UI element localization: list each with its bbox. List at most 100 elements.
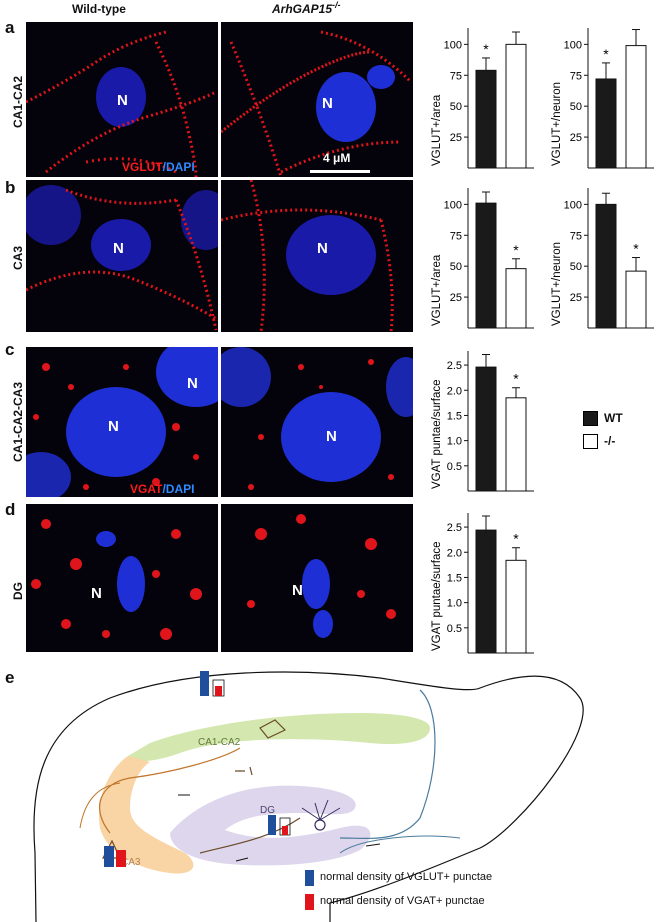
micrograph-c-knockout bbox=[221, 347, 413, 497]
axis-label-y: VGAT puntae/surface bbox=[431, 379, 443, 489]
row-label-a: CA1-CA2 bbox=[11, 75, 25, 128]
stain-label-vgat-dapi: VGAT/DAPI bbox=[130, 482, 195, 496]
tick-label-y: 100 bbox=[564, 199, 582, 211]
nucleus-label: N bbox=[91, 585, 102, 602]
tick-label-y: 1.0 bbox=[447, 436, 462, 448]
tick-label-y: 0.5 bbox=[447, 623, 462, 635]
column-header-knockout: ArhGAP15-/- bbox=[272, 0, 341, 16]
bar-wt bbox=[475, 366, 497, 492]
axis-label-y: VGLUT+/neuron bbox=[551, 242, 563, 326]
bar-ko bbox=[505, 268, 527, 329]
vgat-bar-ca1 bbox=[215, 686, 222, 696]
key-label-vgat: normal density of VGAT+ punctae bbox=[320, 895, 485, 907]
tick-label-y: 50 bbox=[450, 261, 462, 273]
significance-marker: * bbox=[513, 242, 519, 258]
significance-marker: * bbox=[513, 371, 519, 387]
tick-label-y: 50 bbox=[450, 101, 462, 113]
significance-marker: * bbox=[513, 531, 519, 547]
panel-letter-c: c bbox=[5, 340, 15, 359]
axis-label-y: VGLUT+/neuron bbox=[551, 82, 563, 166]
micrograph-d-knockout bbox=[221, 504, 413, 652]
axis-label-y: VGAT puntae/surface bbox=[431, 541, 443, 651]
tick-label-y: 75 bbox=[450, 70, 462, 82]
schaffer-collateral bbox=[99, 747, 241, 834]
legend-label-wt: WT bbox=[604, 411, 623, 425]
hippocampus-diagram: CA1-CA2 CA3 DG bbox=[33, 671, 584, 922]
vgat-bar-ca3 bbox=[116, 850, 126, 867]
key-swatch-vgat bbox=[305, 894, 314, 910]
axis-label-y: VGLUT+/area bbox=[431, 94, 443, 166]
mossy-fiber bbox=[199, 817, 301, 854]
stain-label-vglut-dapi: VGLUT/DAPI bbox=[122, 160, 195, 174]
column-header-wildtype: Wild-type bbox=[72, 2, 126, 16]
nucleus-label: N bbox=[317, 240, 328, 257]
tick-label-y: 2.0 bbox=[447, 547, 462, 559]
legend-swatch-wt bbox=[583, 411, 598, 426]
legend-label-ko: -/- bbox=[604, 434, 616, 448]
tick-label-y: 25 bbox=[450, 132, 462, 144]
bar-wt bbox=[595, 203, 617, 329]
nucleus-label: N bbox=[108, 418, 119, 435]
nucleus-label: N bbox=[113, 240, 124, 257]
panel-letter-d: d bbox=[5, 500, 16, 519]
tick-label-y: 1.5 bbox=[447, 572, 462, 584]
tick-label-y: 100 bbox=[444, 39, 462, 51]
tick-label-y: 2.5 bbox=[447, 522, 462, 534]
vglut-bar-ca3 bbox=[104, 846, 114, 867]
panel-letter-a: a bbox=[5, 18, 15, 37]
vglut-bar-dg bbox=[268, 815, 276, 835]
row-label-b: CA3 bbox=[11, 245, 25, 270]
bar-ko bbox=[505, 559, 527, 654]
tick-label-y: 0.5 bbox=[447, 461, 462, 473]
row-label-d: DG bbox=[11, 582, 25, 600]
tick-label-y: 100 bbox=[444, 199, 462, 211]
nucleus-label: N bbox=[187, 375, 198, 392]
nucleus-label: N bbox=[292, 582, 303, 599]
axis-label-y: VGLUT+/area bbox=[431, 254, 443, 326]
region-ca1ca2 bbox=[128, 713, 430, 762]
micrograph-d-wildtype bbox=[26, 504, 218, 652]
key-swatch-vglut bbox=[305, 870, 314, 886]
tick-label-y: 25 bbox=[570, 132, 582, 144]
micrograph-a-wildtype bbox=[26, 22, 218, 177]
tick-label-y: 2.5 bbox=[447, 360, 462, 372]
tick-label-y: 25 bbox=[450, 292, 462, 304]
nucleus-label: N bbox=[117, 92, 128, 109]
bar-ko bbox=[625, 270, 647, 329]
bar-wt bbox=[595, 78, 617, 169]
vglut-bar-ca1 bbox=[200, 671, 209, 696]
tick-label-y: 50 bbox=[570, 261, 582, 273]
bar-ko bbox=[625, 45, 647, 169]
tick-label-y: 1.0 bbox=[447, 598, 462, 610]
scale-bar-label: 4 μM bbox=[323, 151, 351, 165]
pyramidal-neuron-ca1 bbox=[259, 719, 287, 739]
tick-label-y: 75 bbox=[570, 230, 582, 242]
panel-letter-b: b bbox=[5, 178, 16, 197]
bar-wt bbox=[475, 529, 497, 654]
nucleus-label: N bbox=[326, 428, 337, 445]
panel-letter-e: e bbox=[5, 668, 15, 687]
tick-label-y: 50 bbox=[570, 101, 582, 113]
region-dg bbox=[170, 785, 371, 866]
bar-wt bbox=[475, 202, 497, 329]
tick-label-y: 100 bbox=[564, 39, 582, 51]
tick-label-y: 2.0 bbox=[447, 385, 462, 397]
vgat-bar-dg bbox=[282, 826, 288, 835]
micrograph-b-wildtype bbox=[26, 180, 218, 332]
bar-ko bbox=[505, 43, 527, 169]
bar-wt bbox=[475, 69, 497, 169]
significance-marker: * bbox=[483, 41, 489, 57]
tick-label-y: 75 bbox=[570, 70, 582, 82]
micrograph-b-knockout bbox=[221, 180, 413, 332]
tick-label-y: 1.5 bbox=[447, 410, 462, 422]
legend-swatch-ko bbox=[583, 434, 598, 449]
scale-bar bbox=[310, 170, 370, 173]
perforant-path bbox=[339, 689, 436, 840]
micrograph-c-wildtype bbox=[26, 347, 218, 497]
micrograph-a-knockout bbox=[221, 22, 413, 177]
nucleus-label: N bbox=[322, 95, 333, 112]
bar-chart-c-vgat: VGAT puntae/surface 0.5 1.0 1.5 2.0 2.5 * bbox=[431, 351, 534, 492]
